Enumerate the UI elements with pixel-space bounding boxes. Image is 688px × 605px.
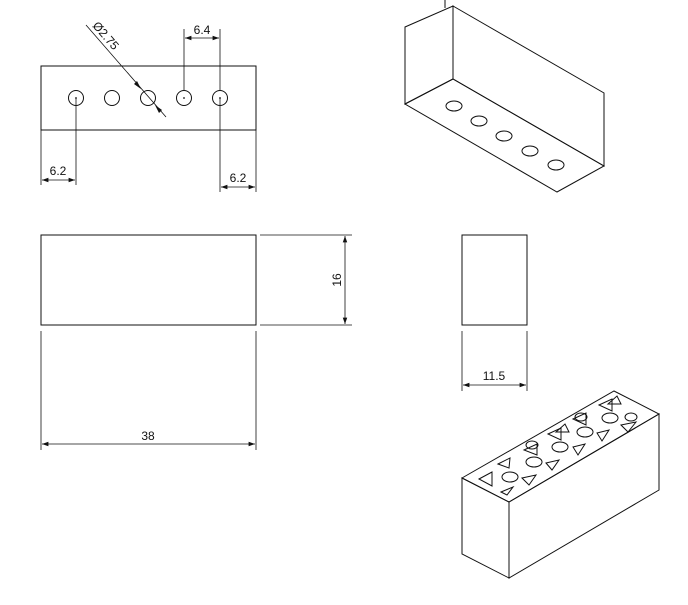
- left-offset-label: 6.2: [50, 164, 67, 178]
- depth-label: 11.5: [483, 369, 506, 383]
- front-view: 16 38: [40, 234, 352, 450]
- side-view: 11.5: [461, 234, 528, 391]
- iso-end-face: [404, 5, 454, 105]
- iso-bottom-holes: [445, 100, 565, 171]
- hole-2: [104, 90, 120, 106]
- side-view-outline: [461, 234, 528, 326]
- isometric-view-bottom: [403, 0, 606, 193]
- pitch-dimension: 6.4: [183, 23, 221, 90]
- top-view-holes: [68, 90, 228, 106]
- iso2-pattern: [477, 395, 638, 496]
- height-label: 16: [330, 273, 344, 287]
- front-view-outline: [40, 234, 257, 326]
- depth-dimension: 11.5: [461, 331, 528, 391]
- length-label: 38: [141, 429, 155, 443]
- hole-4: [176, 90, 192, 106]
- top-view-outline: [40, 65, 257, 131]
- pitch-label: 6.4: [194, 23, 211, 37]
- iso-front-face: [452, 5, 605, 167]
- iso-bottom-face: [403, 78, 606, 193]
- hole-3: [140, 90, 156, 106]
- iso2-side-face: [508, 413, 660, 579]
- left-offset-dimension: 6.2: [40, 98, 77, 185]
- right-offset-label: 6.2: [230, 171, 247, 185]
- right-offset-dimension: 6.2: [219, 98, 257, 192]
- top-view: Ø2.75 6.4 6.2 6.2: [40, 19, 257, 192]
- height-dimension: 16: [260, 234, 352, 326]
- isometric-view-top: [460, 390, 661, 579]
- length-dimension: 38: [40, 331, 257, 450]
